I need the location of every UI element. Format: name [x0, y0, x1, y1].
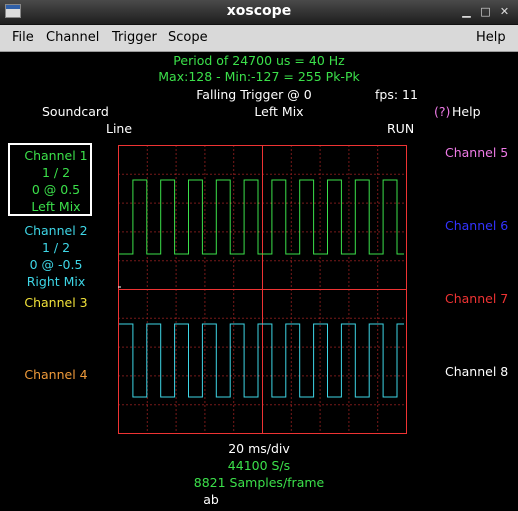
samples-readout: 8821 Samples/frame [193, 475, 325, 490]
menu-channel[interactable]: Channel [46, 30, 100, 45]
channel-7-name[interactable]: Channel 7 [445, 291, 509, 306]
sample-rate-readout: 44100 S/s [227, 458, 291, 473]
timebase-readout: 20 ms/div [228, 441, 290, 456]
window-menu-icon[interactable] [5, 4, 21, 18]
channel-2-offset: 0 @ -0.5 [29, 257, 83, 272]
channel-5-name[interactable]: Channel 5 [445, 145, 509, 160]
channel-1-name[interactable]: Channel 1 [24, 148, 88, 163]
channel-2-name[interactable]: Channel 2 [24, 223, 88, 238]
help-hint[interactable]: (?) [434, 104, 451, 119]
close-icon[interactable]: ✕ [499, 5, 510, 18]
menu-file[interactable]: File [12, 30, 34, 45]
channel-4-name[interactable]: Channel 4 [24, 367, 88, 382]
menu-help[interactable]: Help [476, 30, 506, 45]
line-label: Line [106, 121, 133, 136]
channel-1-source: Left Mix [31, 199, 81, 214]
source-label[interactable]: Soundcard [42, 104, 109, 119]
run-status[interactable]: RUN [387, 121, 415, 136]
menu-scope[interactable]: Scope [168, 30, 208, 45]
channel-6-name[interactable]: Channel 6 [445, 218, 509, 233]
fps-readout: fps: 11 [375, 87, 418, 102]
channel-1-trace [119, 179, 404, 255]
menu-bar: File Channel Trigger Scope Help [0, 25, 518, 52]
channel-2-scale: 1 / 2 [41, 240, 71, 255]
input-echo: ab [203, 492, 219, 507]
window-title: xoscope [226, 3, 292, 19]
channel-1-selected-box[interactable] [8, 143, 92, 216]
minimize-icon[interactable]: ▁ [462, 5, 471, 18]
mix-label: Left Mix [254, 104, 304, 119]
channel-1-scale: 1 / 2 [41, 165, 71, 180]
help-label[interactable]: Help [452, 104, 481, 119]
trigger-readout: Falling Trigger @ 0 [196, 87, 312, 102]
plot-border [118, 145, 407, 434]
channel-2-source: Right Mix [26, 274, 86, 289]
title-bar[interactable]: xoscope ▁ □ ✕ [0, 0, 518, 25]
maximize-icon[interactable]: □ [480, 5, 491, 18]
graticule [118, 145, 407, 434]
scope-plot[interactable] [0, 52, 518, 511]
period-readout: Period of 24700 us = 40 Hz [173, 53, 345, 68]
maxmin-readout: Max:128 - Min:-127 = 255 Pk-Pk [158, 69, 360, 84]
channel-1-offset: 0 @ 0.5 [31, 182, 81, 197]
channel-2-trace [119, 323, 404, 398]
channel-3-name[interactable]: Channel 3 [24, 295, 88, 310]
menu-trigger[interactable]: Trigger [112, 30, 157, 45]
channel-8-name[interactable]: Channel 8 [445, 364, 509, 379]
scope-area: Period of 24700 us = 40 Hz Max:128 - Min… [0, 52, 518, 511]
